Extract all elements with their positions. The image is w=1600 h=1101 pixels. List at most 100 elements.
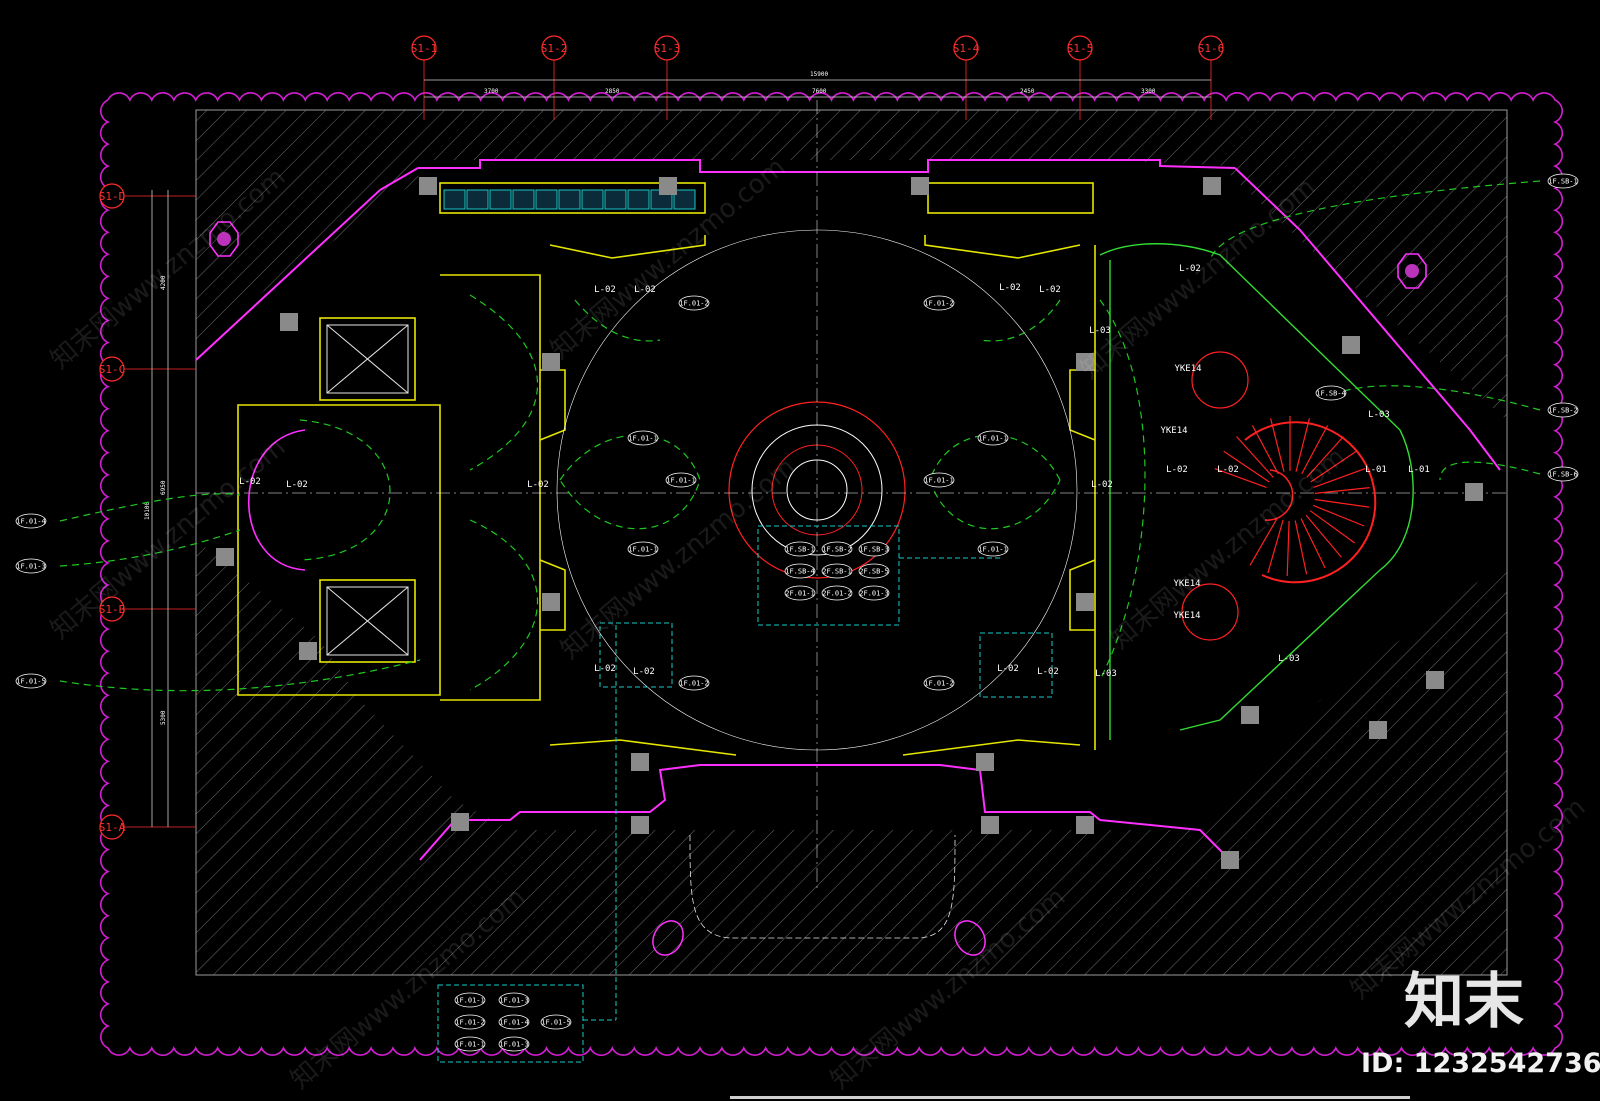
- tag-label: 1F.SB-2: [822, 546, 852, 554]
- room-label: L-02: [286, 480, 308, 490]
- room-label: L-02: [634, 285, 656, 295]
- room-label: L-02: [633, 667, 655, 677]
- tag-label: 1F.01-4: [16, 518, 46, 526]
- tag-label: 1F.01-3: [499, 1041, 529, 1049]
- tag-label: 1F.01-1: [628, 435, 658, 443]
- column: [299, 642, 317, 660]
- tag-label: 1F.SB-3: [859, 546, 889, 554]
- grid-bubble-label: S1-4: [953, 42, 980, 55]
- room-label: L-02: [1039, 285, 1061, 295]
- room-label: L-03: [1368, 410, 1390, 420]
- dim-overall: 15900: [810, 71, 828, 78]
- column: [1465, 483, 1483, 501]
- interior-walls: [237, 182, 1096, 756]
- tag-label: 2F.01-2: [822, 590, 852, 598]
- lighting-circuits: [59, 180, 1541, 692]
- column: [1076, 593, 1094, 611]
- column: [1426, 671, 1444, 689]
- column: [631, 816, 649, 834]
- legend-tag-center: 1F.SB-3: [858, 541, 890, 557]
- room-label: YKE14: [1173, 579, 1200, 589]
- tag-label: 2F.01-3: [859, 590, 889, 598]
- tag-label: 1F.01-1: [455, 997, 485, 1005]
- dashed-detail-boxes: [599, 622, 1053, 698]
- room-label: YKE14: [1174, 364, 1201, 374]
- tag-label: 1F.01-5: [16, 678, 46, 686]
- elevation-tag: 1F.SB-4: [1315, 385, 1347, 401]
- elevation-tag: 1F.01-2: [678, 295, 710, 311]
- elevation-tag: 1F.SB-6: [1547, 466, 1579, 482]
- tag-label: 1F.01-1: [924, 477, 954, 485]
- elevation-tag: 1F.01-2: [923, 295, 955, 311]
- tag-label: 2F.SB-5: [859, 568, 889, 576]
- room-label: L-02: [239, 477, 261, 487]
- tag-label: 1F.01-1: [455, 1041, 485, 1049]
- column: [631, 753, 649, 771]
- elevation-tags: 1F.01-2 1F.01-2 1F.01-1 1F.01-1 1F.01-1 1F.01…: [15, 173, 1579, 691]
- legend-tag-bottom: 1F.01-1: [454, 992, 486, 1008]
- legend-tag-bottom: 1F.01-2: [454, 1014, 486, 1030]
- elevation-tag: 1F.01-1: [977, 541, 1009, 557]
- room-label: L-02: [1166, 465, 1188, 475]
- grid-bubble-col-3: S1-3: [654, 35, 680, 61]
- tag-label: 1F.01-1: [978, 546, 1008, 554]
- tag-label: 2F.01-1: [785, 590, 815, 598]
- elevation-tag: 1F.01-1: [923, 472, 955, 488]
- room-label: L-01: [1365, 465, 1387, 475]
- bottom-scrollbar[interactable]: [730, 1096, 1410, 1099]
- legend-tag-center: 2F.SB-1: [821, 563, 853, 579]
- grid-lines: [124, 60, 1212, 828]
- entrance-path: [689, 834, 956, 939]
- tag-label: 1F.SB-1: [785, 546, 815, 554]
- storage-cabinets: [443, 189, 696, 210]
- column: [911, 177, 929, 195]
- elevation-tag: 1F.SB-2: [1547, 402, 1579, 418]
- tag-label: 1F.01-1: [978, 435, 1008, 443]
- planters: [652, 920, 986, 956]
- id-watermark: ID: 1232542736: [1361, 1048, 1600, 1079]
- legend-tag-center: 2F.01-2: [821, 585, 853, 601]
- grid-bubble-col-6: S1-6: [1198, 35, 1225, 61]
- column: [981, 816, 999, 834]
- grid-bubble-row-1: S1-D: [99, 183, 126, 209]
- grid-bubble-label: S1-A: [99, 821, 126, 834]
- tag-label: 1F.SB-4: [785, 568, 815, 576]
- room-label: L-02: [999, 283, 1021, 293]
- tag-label: 2F.SB-1: [822, 568, 852, 576]
- tag-label: 1F.01-5: [541, 1019, 571, 1027]
- grid-bubble-label: S1-6: [1198, 42, 1225, 55]
- elevation-tag: 1F.01-1: [627, 541, 659, 557]
- column: [659, 177, 677, 195]
- room-label: L-03: [1278, 654, 1300, 664]
- legend-tag-center: 1F.SB-1: [784, 541, 816, 557]
- grid-bubble-col-2: S1-2: [541, 35, 567, 61]
- tag-label: 1F.SB-2: [1548, 407, 1578, 415]
- elevation-tag: 1F.01-3: [15, 558, 47, 574]
- grid-bubble-row-4: S1-A: [99, 814, 126, 840]
- legend-box-center: 1F.SB-1 1F.SB-2 1F.SB-3 1F.SB-4 2F.SB-1 2F.SB…: [757, 525, 1000, 626]
- grid-bubble-label: S1-D: [99, 190, 126, 203]
- atrium-circle: [196, 100, 1507, 890]
- elevation-tag: 1F.01-1: [977, 430, 1009, 446]
- legend-tag-center: 1F.SB-4: [784, 563, 816, 579]
- grid-bubble-row-3: S1-B: [99, 596, 126, 622]
- tag-label: 1F.SB-6: [1548, 471, 1578, 479]
- legend-tag-center: 1F.SB-2: [821, 541, 853, 557]
- dim-vertical-3: 5300: [160, 710, 167, 725]
- room-label: L-02: [1179, 264, 1201, 274]
- room-label: L-02: [594, 285, 616, 295]
- column: [1203, 177, 1221, 195]
- dim-span-2: 2850: [605, 88, 620, 95]
- grid-bubble-label: S1-5: [1067, 42, 1094, 55]
- elevation-tag: 1F.01-2: [923, 675, 955, 691]
- dimension-chain-left: 10100 4200 6950 5300: [144, 190, 169, 827]
- column: [1076, 353, 1094, 371]
- column: [1342, 336, 1360, 354]
- column: [280, 313, 298, 331]
- elevation-tag: 1F.01-5: [15, 673, 47, 689]
- elevation-tag: 1F.01-4: [15, 513, 47, 529]
- tag-label: 1F.01-2: [924, 680, 954, 688]
- dim-vertical-overall: 10100: [144, 502, 151, 520]
